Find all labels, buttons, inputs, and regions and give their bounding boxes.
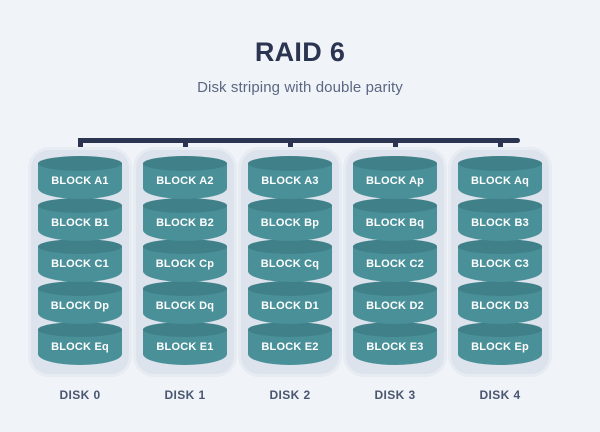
disk-column-4[interactable]: BLOCK Aq BLOCK B3 BLOCK C3 BLOCK D3 BLOCK Ep… — [448, 150, 552, 402]
disk-label: DISK 2 — [269, 388, 311, 402]
disk-block[interactable]: BLOCK Dp — [38, 280, 122, 327]
block-label: BLOCK D3 — [471, 299, 529, 312]
block-stack: BLOCK A3 BLOCK Bp BLOCK Cq BLOCK D1 BLOCK E2 — [248, 156, 332, 368]
disk-column-2[interactable]: BLOCK A3 BLOCK Bp BLOCK Cq BLOCK D1 BLOCK E2… — [238, 150, 342, 402]
block-label: BLOCK A2 — [156, 175, 214, 187]
block-label: BLOCK Eq — [51, 341, 109, 353]
block-label: BLOCK D1 — [261, 299, 319, 312]
block-label: BLOCK Dq — [155, 299, 215, 312]
disk-block[interactable]: BLOCK Dq — [143, 280, 227, 327]
block-stack: BLOCK A2 BLOCK B2 BLOCK Cp BLOCK Dq BLOCK E1 — [143, 156, 227, 368]
block-label: BLOCK C3 — [471, 258, 529, 270]
disk-column-0[interactable]: BLOCK A1 BLOCK B1 BLOCK C1 BLOCK Dp BLOCK Eq… — [28, 150, 132, 402]
diagram-header: RAID 6 Disk striping with double parity — [0, 0, 600, 96]
disk-column-1[interactable]: BLOCK A2 BLOCK B2 BLOCK Cp BLOCK Dq BLOCK E1… — [133, 150, 237, 402]
disk-block[interactable]: BLOCK Cq — [248, 239, 332, 285]
disk-label: DISK 0 — [59, 388, 101, 402]
disk-block[interactable]: BLOCK B3 — [458, 197, 542, 244]
disk-block[interactable]: BLOCK C2 — [353, 239, 437, 285]
block-cylinder-top-icon — [143, 197, 227, 213]
disk-column-3[interactable]: BLOCK Ap BLOCK Bq BLOCK C2 BLOCK D2 BLOCK E3… — [343, 150, 447, 402]
block-cylinder-top-icon — [38, 156, 122, 171]
disk-block[interactable]: BLOCK C1 — [38, 239, 122, 285]
raid-controller-bus — [78, 138, 520, 143]
disk-casing: BLOCK A1 BLOCK B1 BLOCK C1 BLOCK Dp BLOCK Eq — [31, 150, 129, 374]
block-cylinder-top-icon — [248, 280, 332, 296]
block-cylinder-top-icon — [143, 156, 227, 171]
disk-casing: BLOCK A2 BLOCK B2 BLOCK Cp BLOCK Dq BLOCK E1 — [136, 150, 234, 374]
block-cylinder-top-icon — [353, 197, 437, 213]
block-stack: BLOCK Aq BLOCK B3 BLOCK C3 BLOCK D3 BLOCK Ep — [458, 156, 542, 368]
disk-casing: BLOCK Ap BLOCK Bq BLOCK C2 BLOCK D2 BLOCK E3 — [346, 150, 444, 374]
block-label: BLOCK D2 — [366, 299, 424, 312]
disk-label: DISK 4 — [479, 388, 521, 402]
disk-casing: BLOCK Aq BLOCK B3 BLOCK C3 BLOCK D3 BLOCK Ep — [451, 150, 549, 374]
block-label: BLOCK Ep — [471, 341, 529, 353]
block-cylinder-top-icon — [38, 280, 122, 296]
page-title: RAID 6 — [254, 37, 346, 67]
block-label: BLOCK A1 — [51, 175, 109, 187]
disk-block[interactable]: BLOCK D3 — [458, 280, 542, 327]
block-label: BLOCK Cp — [155, 258, 215, 270]
block-label: BLOCK E2 — [261, 341, 319, 353]
disk-block[interactable]: BLOCK D1 — [248, 280, 332, 327]
block-label: BLOCK B1 — [51, 216, 109, 229]
page-subtitle: Disk striping with double parity — [197, 78, 403, 96]
disk-block[interactable]: BLOCK Bp — [248, 197, 332, 244]
disk-block[interactable]: BLOCK Ep — [458, 322, 542, 368]
block-label: BLOCK B2 — [156, 216, 214, 229]
block-stack: BLOCK A1 BLOCK B1 BLOCK C1 BLOCK Dp BLOCK Eq — [38, 156, 122, 368]
block-cylinder-top-icon — [248, 156, 332, 171]
block-cylinder-top-icon — [248, 239, 332, 254]
block-cylinder-top-icon — [353, 239, 437, 254]
block-label: BLOCK E1 — [156, 341, 214, 353]
disk-block[interactable]: BLOCK E2 — [248, 322, 332, 368]
block-cylinder-top-icon — [458, 239, 542, 254]
disk-label: DISK 3 — [374, 388, 416, 402]
block-label: BLOCK B3 — [471, 216, 529, 229]
disk-block[interactable]: BLOCK E1 — [143, 322, 227, 368]
block-cylinder-top-icon — [458, 280, 542, 296]
block-label: BLOCK C1 — [51, 258, 109, 270]
disk-casing: BLOCK A3 BLOCK Bp BLOCK Cq BLOCK D1 BLOCK E2 — [241, 150, 339, 374]
disk-block[interactable]: BLOCK Eq — [38, 322, 122, 368]
disk-block[interactable]: BLOCK B2 — [143, 197, 227, 244]
block-cylinder-top-icon — [143, 239, 227, 254]
block-cylinder-top-icon — [248, 197, 332, 213]
disk-block[interactable]: BLOCK B1 — [38, 197, 122, 244]
disk-block[interactable]: BLOCK D2 — [353, 280, 437, 327]
disk-block[interactable]: BLOCK Cp — [143, 239, 227, 285]
block-label: BLOCK Bp — [260, 216, 320, 229]
block-label: BLOCK C2 — [366, 258, 424, 270]
disk-block[interactable]: BLOCK A3 — [248, 156, 332, 202]
block-cylinder-top-icon — [353, 322, 437, 337]
block-cylinder-top-icon — [353, 156, 437, 171]
block-cylinder-top-icon — [458, 156, 542, 171]
disk-block[interactable]: BLOCK Ap — [353, 156, 437, 202]
block-cylinder-top-icon — [353, 280, 437, 296]
block-cylinder-top-icon — [458, 197, 542, 213]
block-label: BLOCK Ap — [365, 175, 425, 187]
block-stack: BLOCK Ap BLOCK Bq BLOCK C2 BLOCK D2 BLOCK E3 — [353, 156, 437, 368]
block-label: BLOCK A3 — [261, 175, 319, 187]
block-cylinder-top-icon — [38, 239, 122, 254]
block-cylinder-top-icon — [38, 322, 122, 337]
disk-block[interactable]: BLOCK A1 — [38, 156, 122, 202]
block-cylinder-top-icon — [38, 197, 122, 213]
block-label: BLOCK Dp — [50, 299, 110, 312]
disk-label: DISK 1 — [164, 388, 206, 402]
block-label: BLOCK Cq — [260, 258, 320, 270]
block-label: BLOCK Aq — [470, 175, 530, 187]
block-cylinder-top-icon — [143, 280, 227, 296]
disk-block[interactable]: BLOCK E3 — [353, 322, 437, 368]
block-label: BLOCK E3 — [366, 341, 424, 353]
block-cylinder-top-icon — [143, 322, 227, 337]
block-cylinder-top-icon — [248, 322, 332, 337]
disk-block[interactable]: BLOCK Bq — [353, 197, 437, 244]
disk-block[interactable]: BLOCK Aq — [458, 156, 542, 202]
disk-block[interactable]: BLOCK C3 — [458, 239, 542, 285]
disk-block[interactable]: BLOCK A2 — [143, 156, 227, 202]
block-cylinder-top-icon — [458, 322, 542, 337]
block-label: BLOCK Bq — [365, 216, 425, 229]
